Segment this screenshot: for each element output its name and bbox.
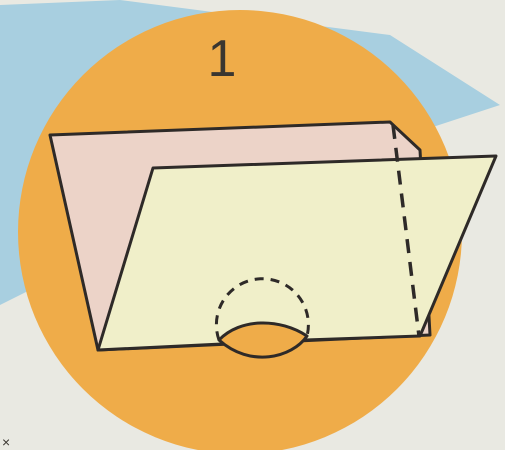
step-number: 1 xyxy=(208,30,237,88)
stray-mark: × xyxy=(2,434,10,450)
